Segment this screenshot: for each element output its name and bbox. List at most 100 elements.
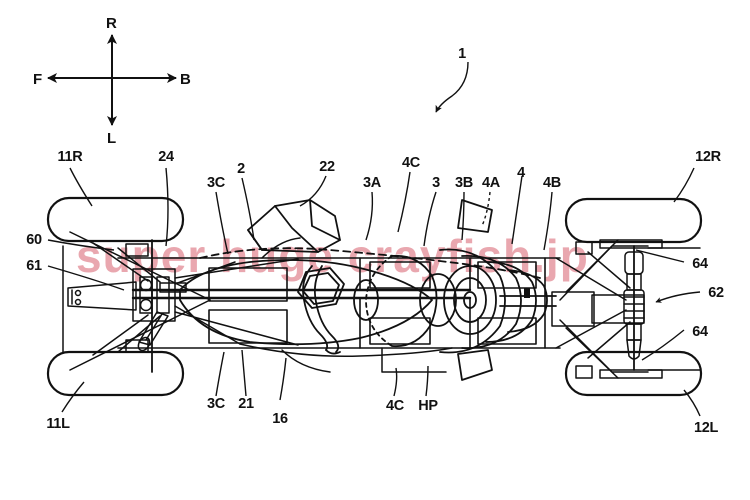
leader-11L <box>61 381 85 413</box>
front-link-diag-4 <box>92 314 149 356</box>
leader-4 <box>511 175 523 245</box>
callout-HP: HP <box>418 398 438 414</box>
front-steering-link <box>159 282 187 293</box>
frame-opening-upper-2 <box>369 261 431 289</box>
callout-61: 61 <box>26 258 42 274</box>
frame-opening-lower-2 <box>369 317 431 345</box>
leader-12R <box>673 167 695 203</box>
body-rear-wing-upper <box>457 199 493 233</box>
leader-64-top <box>635 249 685 263</box>
callout-62: 62 <box>708 285 724 301</box>
leader-22 <box>299 175 327 207</box>
callout-4C-top: 4C <box>402 155 421 171</box>
leader-4C-top <box>397 171 411 233</box>
front-upper-a-arm-rear <box>174 258 299 279</box>
frame-opening-upper-3 <box>477 261 537 289</box>
front-pivot-lower <box>139 298 153 312</box>
body-rear-shell-2 <box>461 255 522 349</box>
callout-64-top: 64 <box>692 256 708 272</box>
rear-differential <box>551 291 595 327</box>
body-cowl-edge-1 <box>247 229 263 251</box>
rear-diag-3 <box>587 251 631 289</box>
front-wheel-mounts <box>125 243 149 353</box>
compass-label-right: B <box>180 71 191 88</box>
leader-3C-bottom <box>215 351 225 397</box>
compass-label-down: L <box>107 130 116 147</box>
frame-opening-lower-1 <box>208 309 288 344</box>
callout-16: 16 <box>272 411 288 427</box>
body-rear-wing-lower <box>457 349 493 381</box>
floor-pan-edge <box>239 343 453 357</box>
callout-3: 3 <box>432 175 440 191</box>
floor-pan-brace-3 <box>261 237 301 259</box>
leader-11R <box>69 167 93 207</box>
frame-opening-upper-1 <box>208 267 288 302</box>
rear-wheel-plate-lower <box>599 369 663 379</box>
leader-12L <box>683 389 701 417</box>
wheel-front-left-11L <box>46 350 185 397</box>
body-rear-shell-4 <box>507 269 548 333</box>
front-mount-lower <box>125 339 149 353</box>
callout-3C-bottom: 3C <box>207 396 226 412</box>
rear-bracket-upper <box>575 241 593 255</box>
body-rear-hub-center <box>463 291 477 309</box>
front-link-diag-3 <box>92 242 149 282</box>
leader-4C-bottom <box>393 367 398 397</box>
rear-diag-4 <box>587 321 631 359</box>
wheel-group <box>46 196 703 397</box>
callout-4B: 4B <box>543 175 561 191</box>
rear-diag-2 <box>555 309 627 349</box>
body-rear-shell-3 <box>485 261 537 343</box>
leader-3C-top <box>215 191 229 255</box>
compass-label-left: F <box>33 71 42 88</box>
callout-22: 22 <box>319 159 335 175</box>
leader-2 <box>241 177 255 241</box>
callout-4C-bottom: 4C <box>386 398 405 414</box>
body-mid-port <box>419 273 457 327</box>
body-cowl-edge-3 <box>309 199 341 241</box>
leader-1 <box>435 61 469 113</box>
watermark-text: super huge crayfish.jp <box>76 230 589 282</box>
vehicle-assembly <box>46 196 703 397</box>
wheel-rear-right-12R <box>564 197 703 244</box>
front-link-diag-2 <box>69 299 211 371</box>
leader-4A <box>481 191 491 227</box>
callout-3C-top: 3C <box>207 175 226 191</box>
body-rear-hub-outer <box>443 265 497 335</box>
leader-64-bottom <box>641 329 685 361</box>
body-rear-hub-inner <box>453 277 487 323</box>
floor-pan <box>239 237 453 373</box>
body-control-arm-tip <box>325 349 341 355</box>
body-tank-cover <box>391 254 438 348</box>
watermark: super huge crayfish.jp <box>76 230 589 282</box>
callout-11L: 11L <box>46 416 70 432</box>
rear-wheel-plate-upper <box>599 239 663 249</box>
body-cowl-edge-2 <box>274 205 319 253</box>
orientation-compass <box>47 34 177 126</box>
compass-label-up: R <box>106 15 117 32</box>
callout-60: 60 <box>26 232 42 248</box>
callout-12R: 12R <box>695 149 722 165</box>
body-front-port <box>353 279 379 321</box>
callout-11R: 11R <box>58 149 84 165</box>
front-link-diag-6 <box>117 315 161 353</box>
callout-21: 21 <box>238 396 254 412</box>
callout-2: 2 <box>237 161 245 177</box>
body-main-silhouette <box>179 259 433 346</box>
front-tie-rod-arm <box>67 281 137 311</box>
leader-60 <box>47 239 115 251</box>
rear-shock-bottom-mount <box>626 339 642 360</box>
frame-opening-lower-3 <box>477 317 537 345</box>
leader-24 <box>165 167 169 247</box>
rear-suspension-assembly <box>551 239 701 379</box>
front-suspension-assembly <box>62 231 299 373</box>
callout-3B: 3B <box>455 175 473 191</box>
front-mount-upper <box>125 243 149 257</box>
callout-labels: 1 11R 24 3C 2 22 3A 4C 3 3B 4A 4 4B 12R … <box>26 46 724 436</box>
callout-24: 24 <box>158 149 174 165</box>
leader-3B <box>461 191 465 241</box>
rear-bracket-lower <box>575 365 593 379</box>
leader-3 <box>423 191 437 247</box>
rear-panel-marker <box>524 288 530 298</box>
